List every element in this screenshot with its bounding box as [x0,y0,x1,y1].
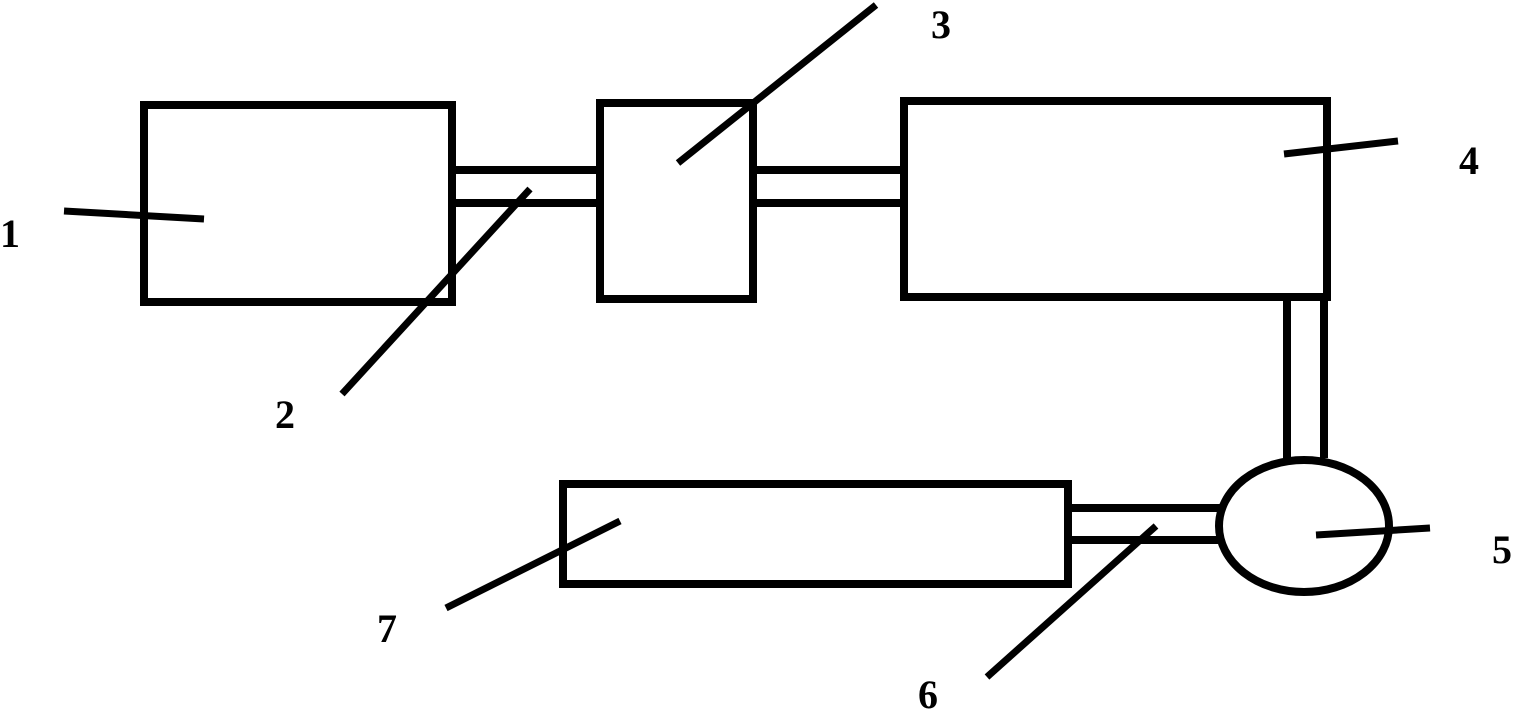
leader-line-6 [984,523,1159,680]
label-6: 6 [918,672,938,714]
leader-line-7 [444,517,622,612]
pipe-4-to-5 [1283,297,1328,458]
label-2: 2 [275,392,295,437]
component-7-box [559,480,1072,588]
label-5: 5 [1492,527,1512,572]
component-5-ellipse [1215,456,1393,596]
leader-line-4 [1283,137,1399,158]
component-3-box [596,99,757,303]
label-1: 1 [0,211,20,256]
pipe-1-to-3 [452,166,600,207]
component-4-box [900,97,1331,301]
leader-line-1 [63,207,205,223]
pipe-3-to-4 [753,166,904,207]
label-4: 4 [1459,138,1479,183]
label-7: 7 [377,606,397,651]
component-1-box [140,101,456,306]
leader-line-5 [1315,524,1431,539]
label-3: 3 [931,2,951,47]
leader-line-3 [675,2,879,166]
leader-line-2 [339,186,533,397]
